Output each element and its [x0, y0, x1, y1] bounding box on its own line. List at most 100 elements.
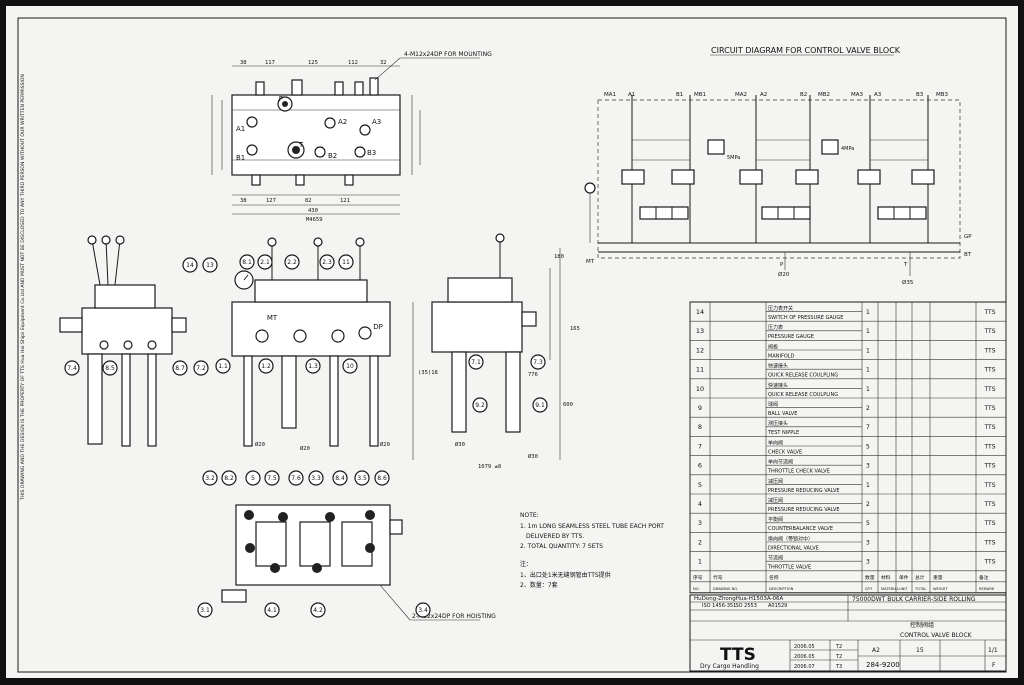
bom-header-label: 代号 [713, 574, 723, 581]
side-dim: Ø20 [380, 441, 390, 448]
callout-bubble [284, 254, 300, 270]
bom-cell: QUICK RELEASE COULPLING [768, 392, 838, 398]
circuit-port-label: B2 [800, 92, 807, 98]
bom-cell: 3 [866, 539, 870, 546]
callout-label: 8.2 [224, 475, 234, 482]
bom-cell: 2 [698, 538, 702, 546]
callout-label: 14 [186, 262, 194, 269]
bom-cell: TTS [983, 443, 995, 450]
bom-cell: 测压接头 [768, 420, 788, 427]
callout-bubble [338, 254, 354, 270]
bom-cell: 3 [866, 559, 870, 566]
callout-bubble [354, 470, 370, 486]
side-dim: 776 [528, 372, 538, 378]
bom-cell: TTS [983, 539, 995, 546]
circuit-port-label: MA1 [604, 92, 616, 98]
bom-header-label: 总计 [915, 574, 925, 581]
bom-cell: 7 [698, 442, 702, 450]
callout-label: 3.5 [357, 475, 367, 482]
bom-header-sub: DESCRIPTION [769, 587, 794, 591]
bom-cell: PRESSURE REDUCING VALVE [768, 488, 840, 494]
callout-bubble [332, 470, 348, 486]
front-dim-bottom: 127 [266, 198, 276, 204]
front-port-label: B2 [328, 152, 337, 160]
bom-cell: DIRECTIONAL VALVE [768, 545, 819, 551]
bom-cell: TTS [983, 559, 995, 566]
bom-cell: 1 [866, 386, 870, 393]
standard-label: ISO 1456-351 [702, 603, 736, 609]
circuit-bottom-label: T [903, 262, 908, 268]
bom-cell: TTS [983, 482, 995, 489]
callout-label: 5 [251, 475, 255, 482]
callout-label: 1.3 [308, 363, 318, 370]
bom-cell: 7 [866, 424, 870, 431]
circuit-bottom-label: P [780, 262, 784, 268]
notes-block: NOTE: 1. 1m LONG SEAMLESS STEEL TUBE EAC… [520, 512, 664, 589]
front-dim-bottom: 82 [305, 198, 312, 204]
side-dim: 1079 ±8 [478, 464, 501, 470]
callout-label: 2.2 [287, 259, 297, 266]
bom-cell: 10 [696, 385, 704, 393]
bom-cell: 球阀 [768, 401, 778, 408]
side-dim: Ø20 [300, 445, 310, 452]
bom-header-sub: WEIGHT [933, 587, 948, 591]
front-dim-bottom: 38 [240, 198, 247, 204]
bom-cell: THROTTLE VALVE [767, 565, 811, 571]
circuit-port-label: MB1 [694, 92, 706, 98]
circuit-port-label: MA2 [735, 92, 747, 98]
callout-bubble [193, 360, 209, 376]
callout-bubble [532, 397, 548, 413]
bom-cell: TEST NIPPLE [767, 430, 799, 436]
bom-cell: TTS [983, 367, 995, 374]
circuit-port-label: A1 [628, 92, 635, 98]
front-dim-top: 125 [308, 60, 318, 66]
circuit-port-label: B3 [916, 92, 924, 98]
side-dim: 180 [554, 254, 564, 260]
callout-bubble [102, 360, 118, 376]
callout-bubble [264, 470, 280, 486]
bom-cell: 14 [696, 308, 704, 316]
note-line: 1. 1m LONG SEAMLESS STEEL TUBE EACH PORT [520, 523, 664, 530]
callout-label: 3.1 [200, 607, 210, 614]
callout-label: 3.4 [418, 607, 428, 614]
side-margin-text: THIS DRAWING AND THE DESIGN IS THE PROPE… [20, 74, 26, 501]
bom-header-label: 单件 [899, 574, 909, 581]
bom-cell: QUICK RELEASE COULPLING [768, 373, 838, 379]
bom-cell: 9 [698, 404, 702, 412]
center-view [231, 237, 391, 447]
callout-label: 7.2 [196, 365, 206, 372]
bom-cell: BALL VALVE [768, 411, 797, 417]
callout-bubble [415, 602, 431, 618]
callout-bubble [245, 470, 261, 486]
sign-date: 2006.05 [794, 654, 815, 660]
bom-header-label: 重量 [933, 574, 943, 581]
scale: 15 [916, 647, 924, 654]
sign-date: 2006.05 [794, 644, 815, 650]
callout-label: 7.4 [67, 365, 77, 372]
callout-bubble [468, 354, 484, 370]
bom-cell: 阀板 [768, 343, 778, 350]
callout-bubble [257, 254, 273, 270]
revision: F [992, 662, 996, 669]
callout-label: 2.3 [322, 259, 332, 266]
signer: T2 [835, 644, 842, 650]
bom-cell: 1 [866, 347, 870, 354]
project-description: 75000DWT BULK CARRIER-SIDE ROLLING [852, 596, 976, 603]
side-dim: Ø30 [455, 441, 465, 448]
callout-label: 7.3 [533, 359, 543, 366]
circuit-bottom-label: Ø35 [902, 279, 914, 286]
circuit-side-port: BT [964, 252, 972, 258]
note-line: DELIVERED BY TTS. [526, 533, 584, 540]
callout-label: 1.2 [261, 363, 271, 370]
side-dim: Ø30 [528, 453, 538, 460]
bom-cell: 5 [698, 481, 702, 489]
bom-cell: 1 [866, 367, 870, 374]
bom-cell: 换向阀（带锁对中） [768, 535, 813, 542]
callout-bubble [172, 360, 188, 376]
